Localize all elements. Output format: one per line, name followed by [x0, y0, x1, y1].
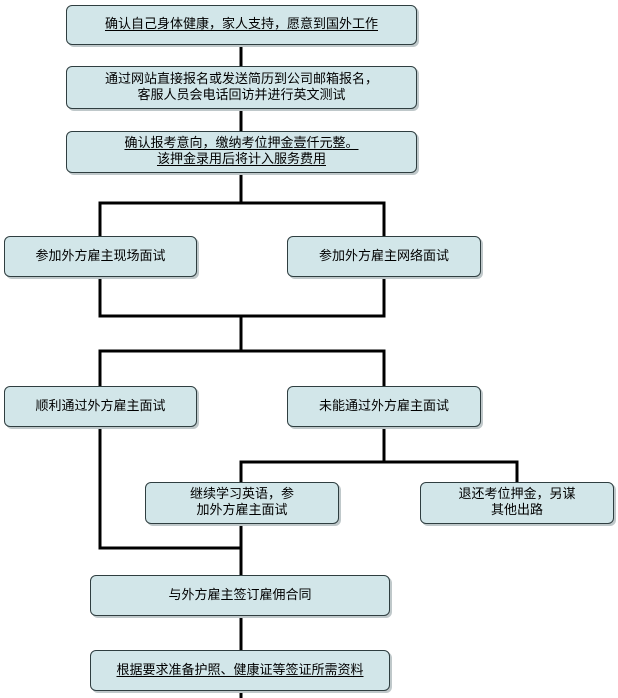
- step-refund-deposit: 退还考位押金，另谋 其他出路: [420, 482, 614, 524]
- step-interview-passed: 顺利通过外方雇主面试: [4, 386, 197, 427]
- step-sign-contract: 与外方雇主签订雇佣合同: [90, 575, 390, 616]
- step-interview-failed: 未能通过外方雇主面试: [287, 386, 481, 427]
- step-pay-deposit-label: 确认报考意向，缴纳考位押金壹仟元整。 该押金录用后将计入服务费用: [124, 136, 359, 167]
- step-register-label: 通过网站直接报名或发送简历到公司邮箱报名， 客服人员会电话回访并进行英文测试: [104, 71, 378, 103]
- step-interview-failed-label: 未能通过外方雇主面试: [318, 398, 449, 414]
- step-online-interview: 参加外方雇主网络面试: [287, 236, 481, 277]
- step-onsite-interview: 参加外方雇主现场面试: [4, 236, 197, 277]
- step-prepare-documents: 根据要求准备护照、健康证等签证所需资料: [90, 650, 390, 691]
- step-register: 通过网站直接报名或发送简历到公司邮箱报名， 客服人员会电话回访并进行英文测试: [66, 66, 417, 109]
- step-confirm-health: 确认自己身体健康，家人支持，愿意到国外工作: [66, 5, 417, 45]
- step-retry-interview-label: 继续学习英语，参 加外方雇主面试: [189, 487, 294, 518]
- step-pay-deposit: 确认报考意向，缴纳考位押金壹仟元整。 该押金录用后将计入服务费用: [66, 131, 417, 173]
- step-refund-deposit-label: 退还考位押金，另谋 其他出路: [458, 487, 576, 518]
- step-confirm-health-label: 确认自己身体健康，家人支持，愿意到国外工作: [104, 17, 378, 32]
- step-retry-interview: 继续学习英语，参 加外方雇主面试: [145, 482, 339, 524]
- step-onsite-interview-label: 参加外方雇主现场面试: [35, 248, 166, 264]
- connector-line-group: [98, 43, 519, 698]
- step-interview-passed-label: 顺利通过外方雇主面试: [35, 398, 166, 414]
- step-online-interview-label: 参加外方雇主网络面试: [318, 248, 449, 264]
- step-sign-contract-label: 与外方雇主签订雇佣合同: [168, 587, 312, 603]
- step-prepare-documents-label: 根据要求准备护照、健康证等签证所需资料: [116, 662, 364, 678]
